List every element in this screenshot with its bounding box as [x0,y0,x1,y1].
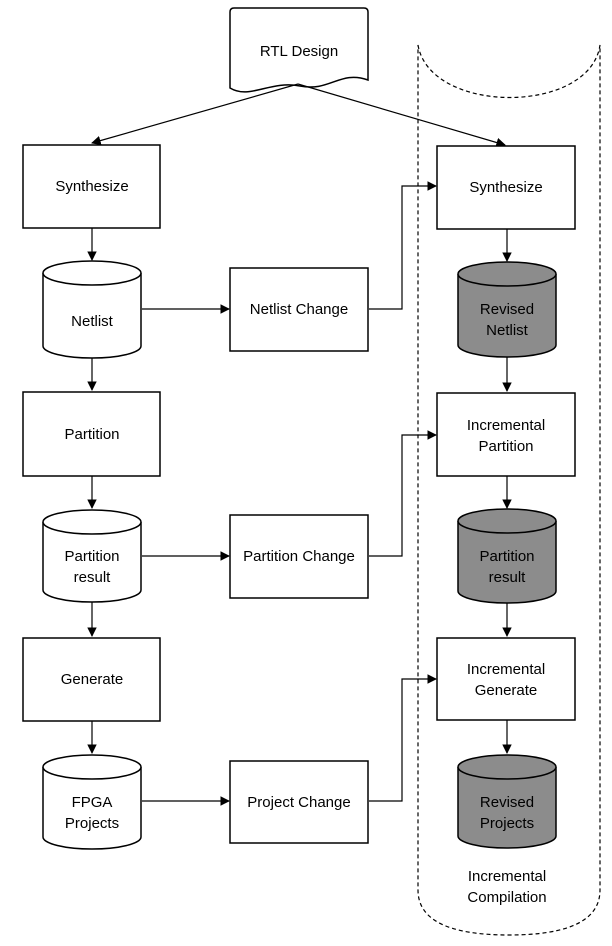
revised-netlist-label-line1: Revised [480,301,534,318]
fpga-projects-label-line2: Projects [65,815,119,832]
netlist-cylinder [42,260,142,359]
rtl-design-document [229,7,369,93]
netlist-change-box [229,267,369,352]
incremental-compilation-label-line1: Incremental [468,868,546,885]
revised-projects-label-line2: Projects [480,815,534,832]
incremental-partition-box [436,392,576,477]
connectors [87,83,512,806]
partition-result-label-line2: result [74,569,112,586]
partition-result-label-line1: Partition [64,548,119,565]
fpga-projects-cylinder [42,754,142,850]
incremental-generate-label-line2: Generate [475,682,538,699]
partition-result-cylinder [42,509,142,603]
revised-netlist-cylinder [457,261,557,358]
revised-partition-result-label-line2: result [489,569,527,586]
revised-partition-result-cylinder [457,508,557,604]
revised-projects-label-line1: Revised [480,794,534,811]
partition-label: Partition [64,426,119,443]
partition-box [22,391,161,477]
project-change-box [229,760,369,844]
netlist-label: Netlist [71,313,114,330]
partition-change-box [229,514,369,599]
generate-box [22,637,161,722]
right-synthesize-box [436,145,576,230]
incremental-compilation-label-line2: Compilation [467,889,546,906]
rtl-design-label: RTL Design [260,43,338,60]
incremental-partition-label-line1: Incremental [467,417,545,434]
project-change-label: Project Change [247,794,350,811]
fpga-projects-label-line1: FPGA [72,794,113,811]
incremental-generate-label-line1: Incremental [467,661,545,678]
revised-netlist-label-line2: Netlist [486,322,529,339]
netlist-change-label: Netlist Change [250,301,348,318]
synthesize-label: Synthesize [55,178,128,195]
incremental-partition-label-line2: Partition [478,438,533,455]
generate-label: Generate [61,671,124,688]
revised-projects-cylinder [457,754,557,849]
incremental-generate-box [436,637,576,721]
incremental-compilation-region [417,44,601,936]
synthesize-box [22,144,161,229]
right-synthesize-label: Synthesize [469,179,542,196]
revised-partition-result-label-line1: Partition [479,548,534,565]
partition-change-label: Partition Change [243,548,355,565]
